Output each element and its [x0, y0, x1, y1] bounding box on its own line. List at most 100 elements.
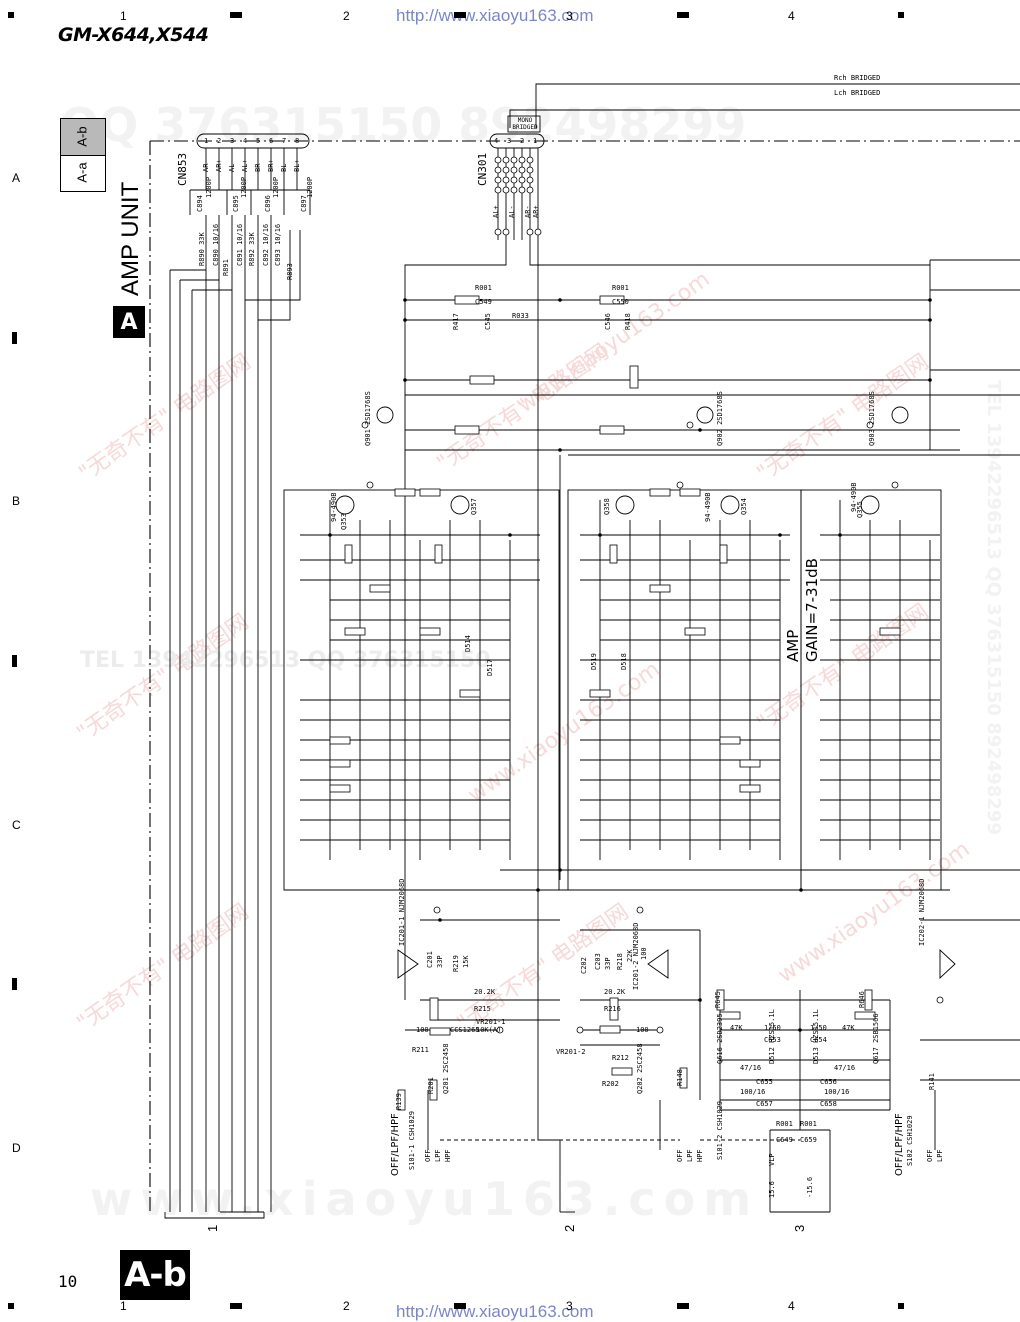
- cn853-signal: AR-: [202, 159, 210, 172]
- grid-tick: [677, 1303, 689, 1309]
- cn853-signal: BR+: [267, 159, 275, 172]
- switch-position[interactable]: HPF: [696, 1149, 704, 1162]
- ic-label: IC201-1 NJM2068D: [398, 878, 406, 946]
- ic-value: 33P: [436, 955, 444, 968]
- cap-value: 1200P: [240, 176, 248, 198]
- rail-label: -15.6: [806, 1176, 814, 1198]
- ic-part: R218: [616, 953, 624, 970]
- switch-position[interactable]: HPF: [444, 1149, 452, 1162]
- fet-label: 94-490B: [704, 492, 712, 522]
- ic-part: R219: [452, 955, 460, 972]
- cn301-signal: AR+: [532, 205, 540, 218]
- amp-gain-label: GAIN=7-31dB: [803, 558, 821, 662]
- grid-tick: [8, 12, 14, 18]
- bracket-3: 3: [792, 1224, 807, 1232]
- cn853-signal: AL+: [241, 159, 249, 172]
- cn301-pin: 1: [533, 137, 538, 145]
- cn853-pin: 6: [269, 137, 274, 145]
- grid-tick: [898, 12, 904, 18]
- cn853-pin: 2: [217, 137, 222, 145]
- res-label: R891: [222, 259, 230, 276]
- cap-value: 1200P: [205, 176, 213, 198]
- watermark-www: www.xiaoyu163.com: [90, 1172, 760, 1226]
- cap-label: C549: [475, 298, 492, 306]
- res-label: R893: [286, 263, 294, 280]
- cap-label: C545: [484, 313, 492, 330]
- cn301-label: CN301: [476, 152, 489, 186]
- switch-label: S101-1 CSH1029: [408, 1110, 416, 1170]
- ic-value: 20.2K: [474, 988, 496, 996]
- rail-label: 15.6: [768, 1181, 776, 1198]
- grid-row-c: C: [12, 818, 21, 832]
- bias-value: 47K: [730, 1024, 743, 1032]
- transistor-label: Q353: [340, 513, 348, 530]
- transistor-label: Q902 2SD1768S: [716, 391, 724, 446]
- res-label: R892 33K: [248, 232, 256, 266]
- ic-value: 15K: [462, 955, 470, 968]
- unit-badge: A: [113, 306, 145, 338]
- grid-tick: [454, 1303, 466, 1309]
- cap-label: C895: [232, 195, 240, 212]
- cap-label: C654: [810, 1036, 827, 1044]
- cn301-pin: 2: [520, 137, 525, 145]
- cap-label: C894: [196, 195, 204, 212]
- filter-switch-label-left: OFF/LPF/HPF: [390, 1113, 401, 1176]
- cn853-pin: 3: [230, 137, 235, 145]
- misc-part: CCS1265: [450, 1026, 480, 1034]
- diode-label: D518: [620, 653, 628, 670]
- transistor-label: Q617 2SB1566: [872, 1013, 880, 1064]
- cap-label: C653: [764, 1036, 781, 1044]
- pot-label: VR201-1 10K(A): [476, 1018, 506, 1034]
- grid-row-a: A: [12, 171, 21, 185]
- switch-position[interactable]: LPF: [936, 1149, 944, 1162]
- fet-label: 94-490B: [330, 492, 338, 522]
- grid-col-3-bottom: 3: [566, 1299, 573, 1313]
- switch-position[interactable]: OFF: [926, 1149, 934, 1162]
- cap-label: C659: [800, 1136, 817, 1144]
- cn853-pin: 7: [282, 137, 287, 145]
- ic-part: C201: [426, 951, 434, 968]
- amp-label: AMP: [784, 629, 802, 662]
- model-title: GM-X644,X544: [58, 24, 209, 46]
- cn301-pin: 3: [507, 137, 512, 145]
- transistor-label: Q358: [603, 498, 611, 515]
- res-label: R645: [714, 991, 722, 1008]
- bias-value: 1/50: [810, 1024, 827, 1032]
- cn853-signal: BL-: [280, 159, 288, 172]
- bias-value: 100/16: [824, 1088, 850, 1096]
- watermark-tel-mid: TEL 13942296513 QQ 376315150: [80, 648, 491, 673]
- res-label: R202: [602, 1080, 619, 1088]
- grid-row-d: D: [12, 1141, 21, 1155]
- switch-label: S101-2 CSH1029: [716, 1100, 724, 1160]
- switch-position[interactable]: OFF: [424, 1149, 432, 1162]
- cn853-label: CN853: [176, 152, 189, 186]
- cap-label: C657: [756, 1100, 773, 1108]
- ic-value: 100: [636, 1026, 649, 1034]
- grid-col-2-bottom: 2: [343, 1299, 350, 1313]
- pot-label: VR201-2: [556, 1048, 586, 1056]
- lch-bridged-label: Lch BRIDGED: [834, 89, 881, 97]
- bracket-1: 1: [205, 1224, 220, 1232]
- grid-tick: [230, 12, 242, 18]
- ic-part: C202: [580, 957, 588, 974]
- cap-value: 1200P: [306, 176, 314, 198]
- ic-part: R211: [412, 1046, 429, 1054]
- transistor-label: Q354: [740, 498, 748, 515]
- ic-value: 22K: [626, 949, 634, 962]
- url-bottom[interactable]: http://www.xiaoyu163.com: [396, 1302, 594, 1321]
- switch-position[interactable]: LPF: [686, 1149, 694, 1162]
- res-label: R033: [512, 312, 529, 320]
- switch-position[interactable]: OFF: [676, 1149, 684, 1162]
- section-tab[interactable]: A-b A-a: [60, 118, 106, 192]
- watermark-qq: QQ 376315150 892498299: [60, 98, 747, 152]
- cap-label: C655: [756, 1078, 773, 1086]
- vlp-label: VLP: [768, 1153, 776, 1166]
- transistor-label: Q901 2SD1768S: [364, 391, 372, 446]
- switch-position[interactable]: LPF: [434, 1149, 442, 1162]
- cap-label: C891 10/16: [236, 223, 244, 266]
- cn853-signal: AL-: [228, 159, 236, 172]
- grid-tick: [677, 12, 689, 18]
- cap-label: C550: [612, 298, 629, 306]
- url-top[interactable]: http://www.xiaoyu163.com: [396, 6, 594, 25]
- res-label: R417: [452, 313, 460, 330]
